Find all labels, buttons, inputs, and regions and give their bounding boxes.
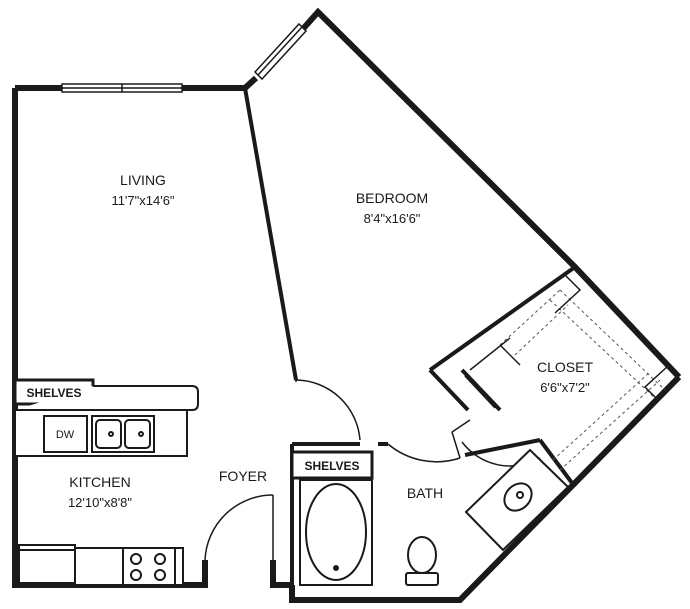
closet-shelving (499, 289, 666, 471)
toilet-tank (405, 572, 439, 586)
wall-living-bedroom (243, 87, 298, 381)
wall-bath-bedroom (464, 438, 541, 457)
bedroom-name: BEDROOM (356, 190, 428, 206)
bedroom-door-swing (295, 379, 361, 441)
windows (61, 22, 308, 93)
range (122, 547, 176, 586)
closet-dims: 6'6"x7'2" (540, 380, 590, 395)
bath-shelves (290, 450, 374, 480)
bath-fixtures (290, 448, 570, 586)
wall-closet-inner (428, 368, 470, 412)
room-labels: LIVING 11'7"x14'6" BEDROOM 8'4"x16'6" CL… (26, 172, 593, 510)
bath-name: BATH (407, 485, 443, 501)
burner (130, 569, 142, 581)
bathtub-basin (305, 483, 367, 581)
closet-framing (464, 274, 669, 409)
bath-door-leaf (451, 431, 461, 459)
dishwasher (43, 415, 88, 453)
wall-front-right (270, 560, 292, 588)
wall-closet-outer (428, 265, 577, 372)
wall-living-top-left (12, 88, 208, 588)
kitchen-counter-top (15, 385, 199, 411)
wall-bedroom-right (299, 7, 682, 380)
closet-door-leaf (451, 419, 471, 433)
wall-closet-bath (538, 438, 577, 489)
burner (154, 553, 166, 565)
refrigerator (18, 544, 76, 584)
living-name: LIVING (120, 172, 166, 188)
doors (204, 379, 541, 561)
dishwasher-label: DW (56, 429, 75, 441)
wall-bath-bottom (289, 374, 682, 603)
burner (130, 553, 142, 565)
living-dims: 11'7"x14'6" (111, 193, 174, 208)
wall-bedroom-left-top (242, 75, 259, 91)
shelves-bath-label: SHELVES (304, 459, 359, 473)
burner (154, 569, 166, 581)
wall-closet-stub (460, 368, 502, 412)
bedroom-dims: 8'4"x16'6" (364, 211, 421, 226)
kitchen-fixtures (13, 378, 199, 586)
kitchen-dims: 12'10"x8'8" (68, 495, 132, 510)
kitchen-name: KITCHEN (69, 474, 130, 490)
toilet-bowl (407, 536, 437, 574)
shelves-kitchen-label: SHELVES (26, 386, 81, 400)
closet-name: CLOSET (537, 359, 593, 375)
bath-door-swing (387, 443, 461, 463)
entry-door-swing (204, 494, 274, 561)
foyer-name: FOYER (219, 468, 267, 484)
